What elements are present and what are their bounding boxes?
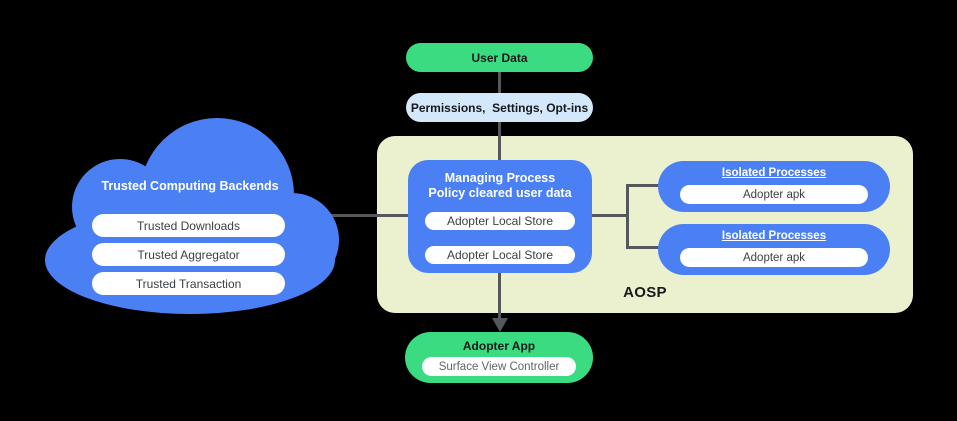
trusted-aggregator-label: Trusted Aggregator: [137, 247, 240, 262]
connector-userdata-permissions: [498, 72, 501, 93]
adopter-apk-pill-1: Adopter apk: [680, 185, 868, 204]
cloud-title: Trusted Computing Backends: [101, 179, 279, 193]
permissions-label: Permissions, Settings, Opt-ins: [410, 100, 589, 115]
adopter-local-store-pill-2: Adopter Local Store: [425, 246, 575, 264]
connector-bracket-vertical: [626, 184, 629, 249]
connector-bracket-top-stub: [626, 184, 660, 187]
isolated-process-node-2: Isolated Processes Adopter apk: [658, 224, 890, 275]
arrow-down-icon: [492, 318, 508, 332]
user-data-label: User Data: [471, 50, 528, 65]
adopter-app-title: Adopter App: [462, 339, 536, 353]
adopter-app-node: Adopter App Surface View Controller: [405, 332, 593, 383]
managing-process-title: Managing Process Policy cleared user dat…: [408, 171, 592, 201]
connector-bracket-bottom-stub: [626, 246, 660, 249]
surface-view-controller-label: Surface View Controller: [438, 360, 560, 373]
managing-process-title-line2: Policy cleared user data: [428, 186, 572, 200]
managing-process-title-line1: Managing Process: [444, 171, 556, 185]
isolated-process-node-1: Isolated Processes Adopter apk: [658, 161, 890, 212]
adopter-local-store-label-1: Adopter Local Store: [446, 214, 554, 228]
trusted-downloads-label: Trusted Downloads: [137, 218, 240, 233]
connector-managing-adopterapp: [498, 273, 501, 319]
adopter-local-store-pill-1: Adopter Local Store: [425, 212, 575, 230]
user-data-node: User Data: [406, 43, 593, 72]
adopter-apk-label-2: Adopter apk: [742, 251, 805, 264]
permissions-node: Permissions, Settings, Opt-ins: [406, 93, 593, 122]
adopter-apk-label-1: Adopter apk: [742, 188, 805, 201]
adopter-local-store-label-2: Adopter Local Store: [446, 248, 554, 262]
trusted-transaction-pill: Trusted Transaction: [92, 272, 285, 295]
adopter-apk-pill-2: Adopter apk: [680, 248, 868, 267]
connector-managing-bracket: [592, 214, 629, 217]
aosp-label: AOSP: [623, 284, 667, 301]
surface-view-controller-pill: Surface View Controller: [422, 357, 576, 376]
managing-process-node: Managing Process Policy cleared user dat…: [408, 160, 592, 273]
trusted-downloads-pill: Trusted Downloads: [92, 214, 285, 237]
trusted-aggregator-pill: Trusted Aggregator: [92, 243, 285, 266]
connector-cloud-managing: [327, 214, 408, 217]
connector-permissions-managing: [498, 122, 501, 162]
isolated-process-title-1: Isolated Processes: [721, 167, 827, 179]
trusted-transaction-label: Trusted Transaction: [135, 276, 242, 291]
isolated-process-title-2: Isolated Processes: [721, 230, 827, 242]
